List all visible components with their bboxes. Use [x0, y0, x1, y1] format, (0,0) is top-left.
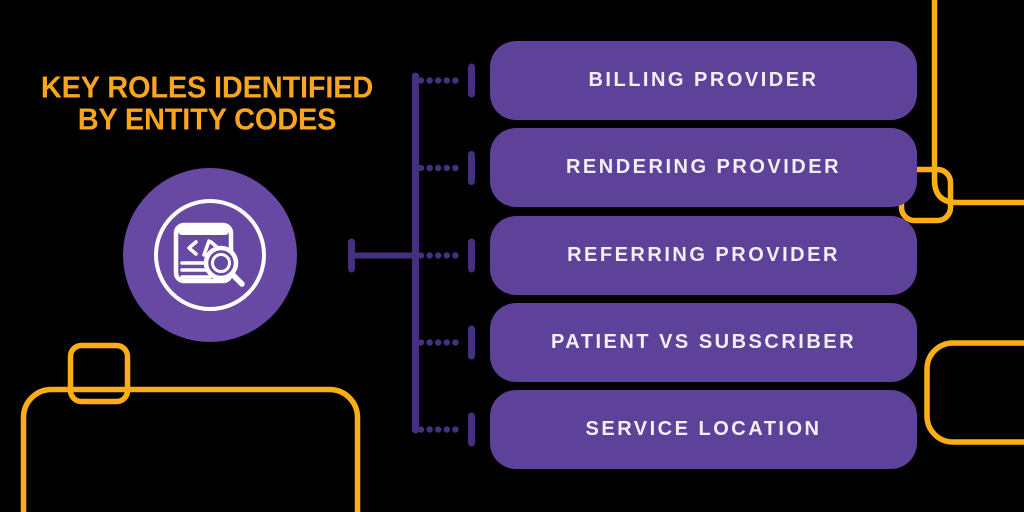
small-rounded-square-left [67, 342, 131, 405]
entity-code-badge [123, 168, 297, 342]
magnifier-handle [229, 271, 245, 287]
role-card-label: REFERRING PROVIDER [567, 244, 840, 266]
page-title: KEY ROLES IDENTIFIED BY ENTITY CODES [16, 71, 398, 138]
role-card-rendering-provider: RENDERING PROVIDER [490, 128, 917, 207]
document-code-magnifier-icon [173, 222, 245, 287]
role-card-label: BILLING PROVIDER [588, 69, 819, 91]
code-open-bracket [187, 240, 198, 256]
page-title-line2: BY ENTITY CODES [77, 103, 337, 138]
bottom-left-rounded-rect [20, 386, 361, 512]
role-card-service-location: SERVICE LOCATION [490, 390, 917, 469]
role-card-label: PATIENT VS SUBSCRIBER [550, 331, 857, 353]
role-card-label: SERVICE LOCATION [585, 418, 822, 440]
top-right-corner-line [931, 0, 1024, 206]
magnifier-lens [203, 245, 239, 281]
role-card-referring-provider: REFERRING PROVIDER [490, 216, 917, 295]
bottom-right-rounded-rect [924, 340, 1024, 445]
role-card-billing-provider: BILLING PROVIDER [490, 41, 917, 120]
document-header-bar [178, 227, 229, 235]
role-card-label: RENDERING PROVIDER [565, 156, 842, 178]
page-title-line1: KEY ROLES IDENTIFIED [40, 71, 374, 105]
code-slash [202, 239, 211, 257]
badge-ring [154, 199, 266, 311]
role-card-patient-vs-subscriber: PATIENT VS SUBSCRIBER [490, 303, 917, 382]
magnifier-inner-ring [211, 253, 231, 273]
